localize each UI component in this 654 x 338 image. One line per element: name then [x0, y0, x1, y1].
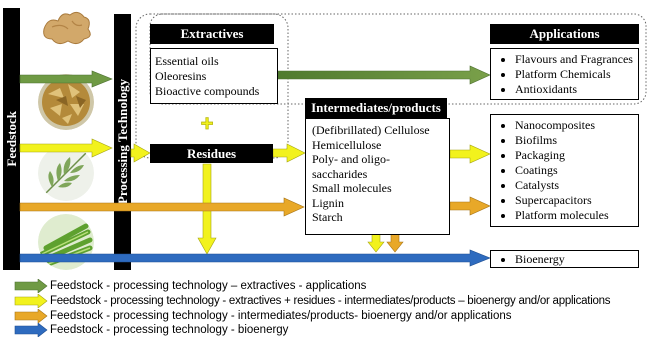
orange-arrow-in	[19, 197, 305, 217]
legend-row-green: Feedstock - processing technology – extr…	[14, 279, 366, 293]
intermediate-item: Poly- and oligo-	[312, 152, 390, 166]
leaf-icon	[38, 145, 94, 201]
extractives-header: Extractives	[150, 24, 274, 44]
bioenergy-box: Bioenergy	[490, 250, 639, 268]
orange-arrow-down-small	[386, 233, 404, 253]
legend-row-orange: Feedstock - processing technology - inte…	[14, 309, 512, 323]
dried-chips-icon	[38, 74, 94, 130]
intermediates-box: (Defibrillated) Cellulose Hemicellulose …	[305, 118, 450, 235]
orange-arrow-to-applications	[449, 196, 491, 216]
intermediates-title: Intermediates/products	[311, 100, 441, 115]
extractive-item: Oleoresins	[155, 69, 207, 83]
application-item: Biofilms	[515, 133, 638, 148]
extractive-item: Bioactive compounds	[155, 84, 260, 98]
intermediate-item: Hemicellulose	[312, 137, 382, 152]
plus-sign: +	[201, 111, 214, 136]
legend-text: Feedstock - processing technology - bioe…	[50, 324, 289, 336]
application-item: Coatings	[515, 163, 638, 178]
yellow-arrow-in	[19, 138, 113, 158]
legend-text: Feedstock - processing technology - extr…	[50, 295, 611, 307]
legend-text: Feedstock - processing technology – extr…	[50, 280, 367, 292]
applications-top-box: Flavours and Fragrances Platform Chemica…	[490, 48, 639, 100]
intermediate-item: Starch	[312, 210, 343, 224]
application-item: Platform molecules	[515, 208, 638, 223]
intermediate-item: Small molecules	[312, 181, 392, 195]
yellow-arrow-proc-residues	[130, 143, 151, 163]
application-item: Antioxidants	[515, 82, 638, 97]
yellow-arrow-down-small	[367, 233, 385, 253]
blue-arrow	[19, 249, 491, 267]
intermediate-item: (Defibrillated) Cellulose	[312, 123, 430, 137]
intermediate-item: saccharides	[312, 166, 368, 181]
residues-title: Residues	[186, 145, 237, 161]
extractives-group-outline	[135, 13, 289, 159]
applications-title: Applications	[529, 26, 600, 41]
application-item: Supercapacitors	[515, 193, 638, 208]
application-item: Packaging	[515, 148, 638, 163]
application-item: Nanocomposites	[515, 118, 638, 133]
green-arrow-out	[277, 65, 491, 85]
application-item: Platform Chemicals	[515, 67, 638, 82]
ginger-root-icon	[38, 5, 96, 49]
yellow-arrow-to-applications	[449, 144, 491, 164]
extractive-item: Essential oils	[155, 54, 219, 68]
green-arrow-in	[19, 70, 113, 88]
applications-header: Applications	[490, 24, 639, 44]
feedstock-bar: Feedstock	[3, 8, 20, 270]
legend-arrow-orange	[14, 309, 48, 323]
legend-text: Feedstock - processing technology - inte…	[50, 310, 512, 322]
legend-arrow-blue	[14, 323, 48, 337]
legend-arrow-yellow	[14, 294, 48, 308]
application-item: Flavours and Fragrances	[515, 52, 638, 67]
legend-arrow-green	[14, 279, 48, 293]
extractives-title: Extractives	[180, 26, 244, 41]
application-item: Catalysts	[515, 178, 638, 193]
residues-header: Residues	[150, 144, 273, 163]
bioenergy-item: Bioenergy	[515, 252, 638, 267]
applications-mid-box: Nanocomposites Biofilms Packaging Coatin…	[490, 114, 639, 227]
legend-row-blue: Feedstock - processing technology - bioe…	[14, 323, 288, 337]
intermediate-item: Lignin	[312, 195, 344, 210]
legend-row-yellow: Feedstock - processing technology - extr…	[14, 294, 611, 308]
yellow-arrow-residues-intermediates	[272, 143, 306, 163]
extractives-box: Essential oils Oleoresins Bioactive comp…	[150, 48, 278, 104]
intermediates-header: Intermediates/products	[305, 98, 447, 118]
